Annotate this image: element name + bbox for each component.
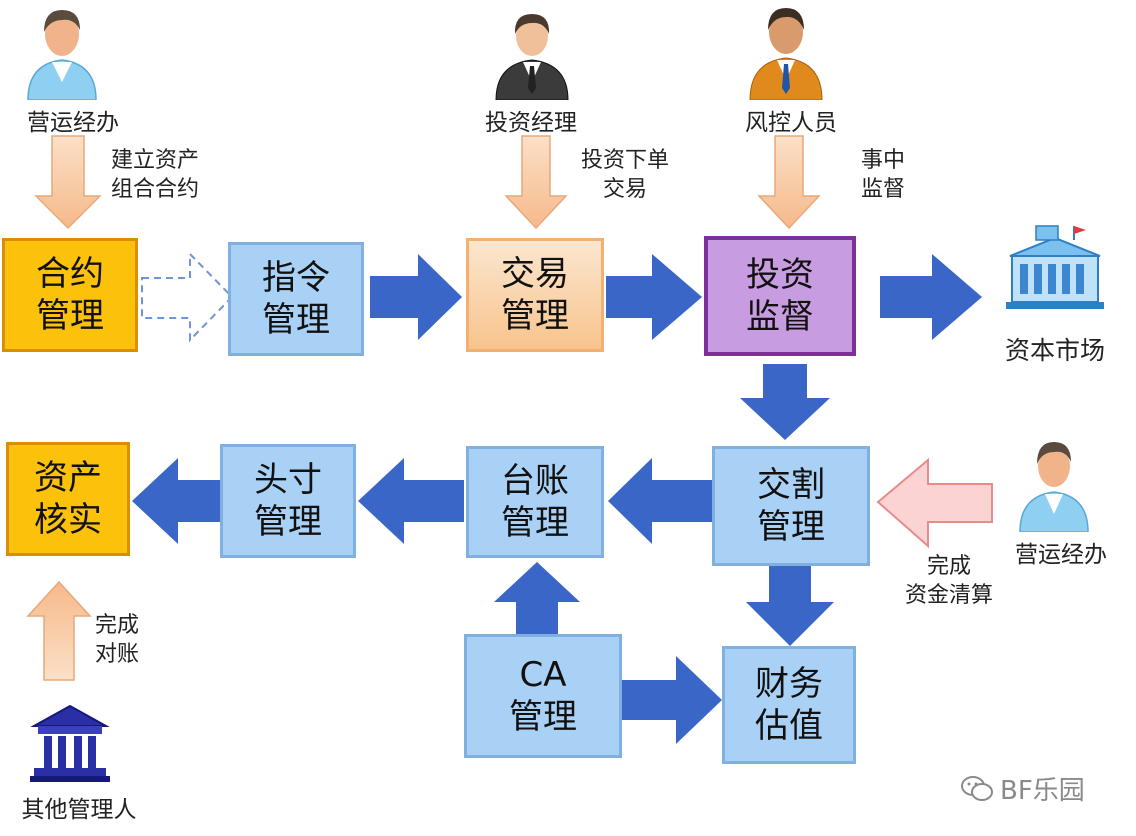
capital-market-label: 资本市场 [1004,336,1105,365]
capital-market-building-icon [1006,225,1104,309]
ops-person-top-icon [27,10,97,100]
fund-clearing-label: 完成 资金清算 [904,554,993,608]
contract-management-box: 合约 管理 [2,238,138,352]
supervision-to-market-arrow [880,254,982,340]
financial-valuation-box: 财务 估值 [722,646,856,764]
instruction-to-trade-arrow [370,254,462,340]
in-process-label: 事中 监督 [860,148,905,202]
ops-to-contract-arrow [34,135,102,230]
asset-check-box: 资产 核实 [6,442,130,556]
other-to-assetcheck-arrow [26,580,92,681]
ops-to-settlement-arrow [876,457,993,549]
position-to-assetcheck-arrow [132,458,220,544]
investmgr-to-trade-arrow [504,135,568,230]
trade-management-box: 交易 管理 [466,238,604,352]
watermark: BF乐园 [960,770,1085,807]
other-manager-building-icon [30,704,110,782]
investment-manager-icon [495,14,569,100]
reconcile-label: 完成 对账 [94,613,139,667]
place-order-label: 投资下单 交易 [580,148,669,202]
ledger-management-box: 台账 管理 [466,446,604,558]
risk-staff-icon [749,8,823,100]
ca-to-valuation-arrow [622,656,722,744]
other-manager-label: 其他管理人 [21,797,137,823]
risk-to-supervision-arrow [757,135,821,230]
ops-person-right-icon [1019,442,1089,532]
ops-role-right-label: 营运经办 [1015,542,1107,568]
contract-to-instruction-arrow [141,251,234,343]
wechat-icon [961,775,993,801]
investment-supervision-box: 投资 监督 [704,236,856,356]
ledger-to-position-arrow [358,458,464,544]
ops-role-top-label: 营运经办 [27,110,119,136]
investment-manager-label: 投资经理 [485,110,577,136]
build-contract-label: 建立资产 组合合约 [110,148,199,202]
settlement-to-valuation-arrow [746,566,834,646]
ca-to-ledger-arrow [494,562,580,636]
ca-management-box: CA 管理 [464,634,622,758]
risk-staff-label: 风控人员 [745,110,837,136]
trade-to-supervision-arrow [606,254,702,340]
watermark-text: BF乐园 [1000,776,1085,806]
settlement-management-box: 交割 管理 [712,446,870,566]
position-management-box: 头寸 管理 [220,444,356,558]
instruction-management-box: 指令 管理 [228,242,364,356]
supervision-to-settlement-arrow [740,364,830,440]
settlement-to-ledger-arrow [608,458,712,544]
